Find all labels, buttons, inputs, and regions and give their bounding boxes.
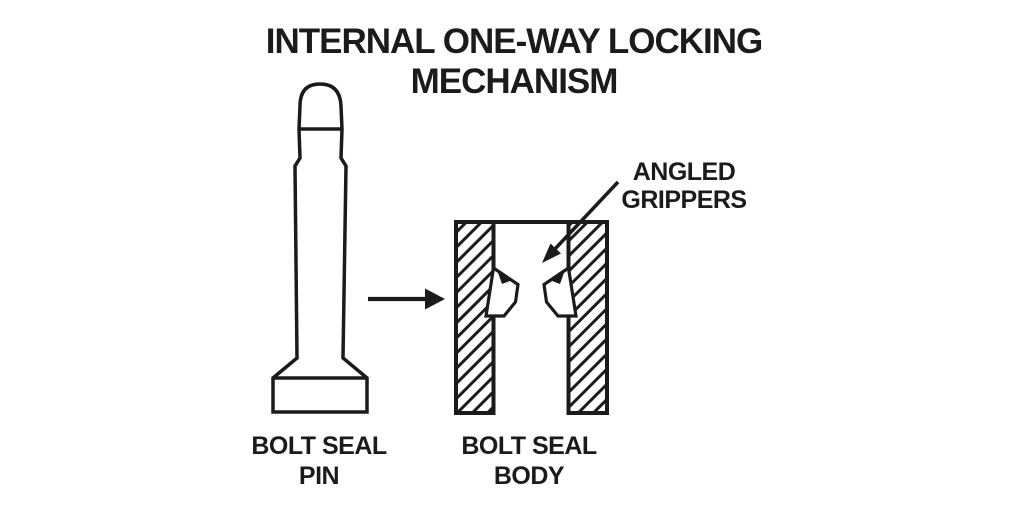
title-line-2: MECHANISM bbox=[410, 62, 619, 101]
grippers-label-line-2: GRIPPERS bbox=[621, 186, 747, 214]
right-gripper-notch bbox=[552, 270, 565, 284]
grippers-label-line-1: ANGLED bbox=[632, 158, 736, 186]
pin-label: BOLT SEAL PIN bbox=[251, 431, 387, 491]
pin-label-line-2: PIN bbox=[298, 462, 340, 490]
grippers-callout-arrow-icon bbox=[542, 180, 620, 263]
pin-label-line-1: BOLT SEAL bbox=[251, 432, 387, 460]
left-gripper-flap bbox=[484, 265, 520, 318]
body-label-line-1: BOLT SEAL bbox=[461, 432, 597, 460]
insertion-arrow-icon bbox=[368, 288, 445, 310]
right-gripper-flap bbox=[542, 265, 578, 318]
body-label-line-2: BODY bbox=[493, 462, 565, 490]
bolt-seal-pin-drawing bbox=[271, 82, 369, 414]
body-label: BOLT SEAL BODY bbox=[461, 431, 597, 491]
insertion-arrow-head bbox=[425, 288, 445, 310]
grippers-callout-arrow-head bbox=[542, 243, 561, 263]
title-line-1: INTERNAL ONE-WAY LOCKING bbox=[265, 22, 764, 61]
diagram-title: INTERNAL ONE-WAY LOCKING MECHANISM bbox=[265, 22, 764, 102]
grippers-label: ANGLED GRIPPERS bbox=[621, 158, 747, 214]
left-gripper-notch bbox=[497, 270, 510, 284]
grippers-callout-arrow-shaft bbox=[552, 180, 620, 252]
pin-outline bbox=[271, 82, 369, 414]
bolt-seal-body-drawing bbox=[454, 220, 609, 415]
